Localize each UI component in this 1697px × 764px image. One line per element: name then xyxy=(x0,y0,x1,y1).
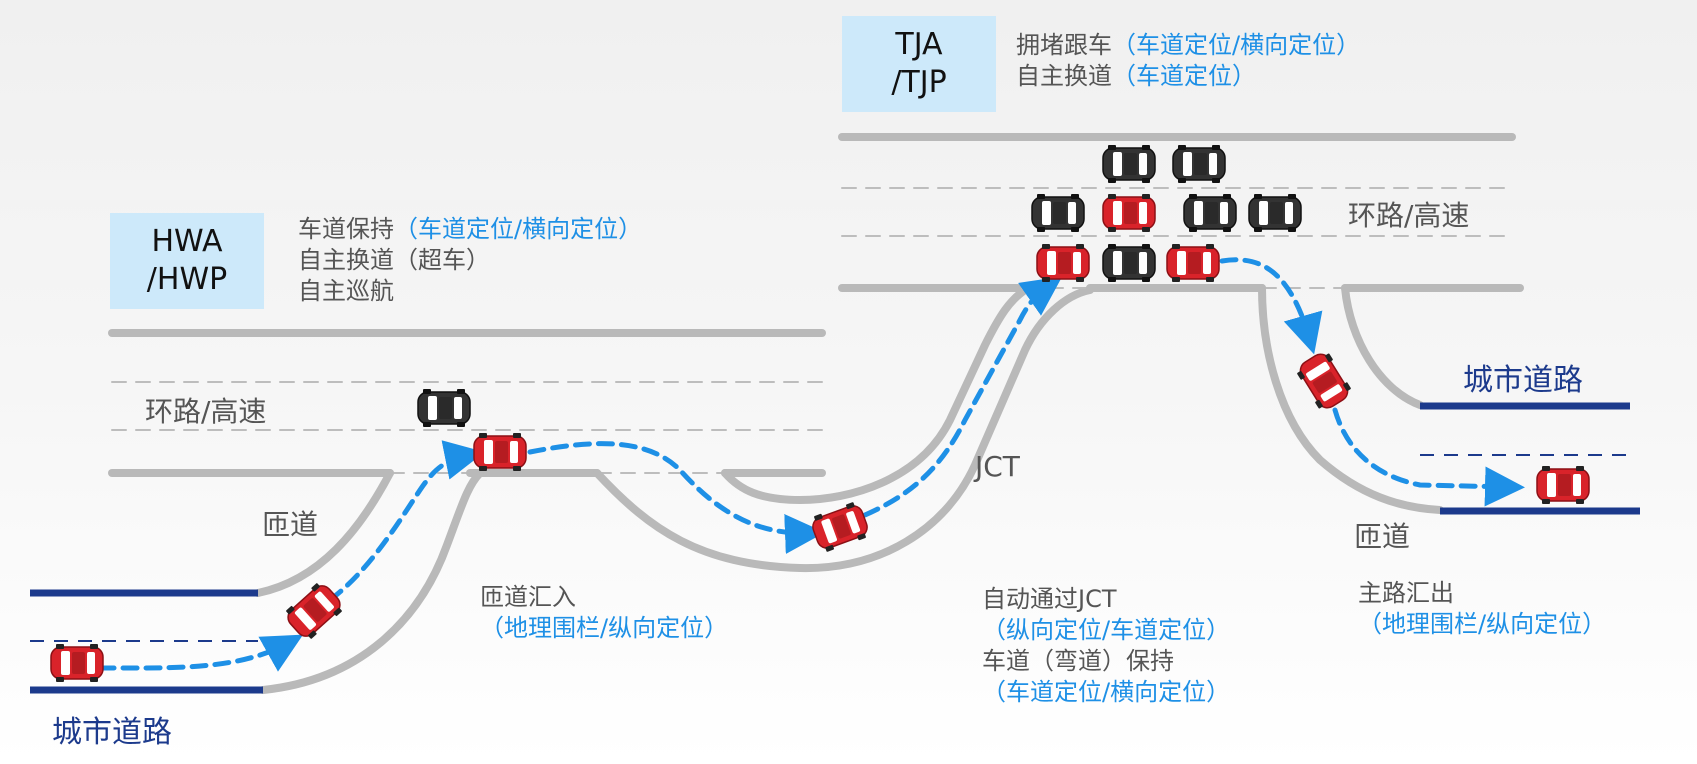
hwa-tag-line1: HWA xyxy=(151,224,223,259)
jct-label: JCT xyxy=(975,450,1020,483)
red-car-icon xyxy=(1293,348,1355,414)
jct-pass-title: 自动通过JCT xyxy=(982,585,1117,613)
dark-car-icon xyxy=(1102,243,1156,283)
tja-feature-list: 拥堵跟车（车道定位/横向定位） 自主换道（车道定位） xyxy=(1016,30,1360,92)
top-highway xyxy=(838,133,1524,292)
city-road-right xyxy=(1420,402,1640,515)
city-road-label-left: 城市道路 xyxy=(52,715,172,750)
red-car-icon xyxy=(1102,193,1156,233)
city-road-left xyxy=(30,589,263,694)
red-car-icon xyxy=(1166,243,1220,283)
tja-mode-tag: TJA /TJP xyxy=(842,16,996,112)
red-car-icon xyxy=(473,432,527,472)
red-car-icon xyxy=(1536,465,1590,505)
planned-path xyxy=(97,257,1525,672)
hwa-mode-tag: HWA /HWP xyxy=(110,213,264,309)
red-car-icon xyxy=(50,643,104,683)
loop-highway-label-right: 环路/高速 xyxy=(1348,199,1470,232)
dark-car-icon xyxy=(417,388,471,428)
main-exit-title: 主路汇出 xyxy=(1358,579,1454,607)
red-car-icon xyxy=(1036,243,1090,283)
red-car-icon xyxy=(808,499,872,555)
tja-tag-line1: TJA xyxy=(895,27,943,62)
right-ramp xyxy=(1258,284,1444,514)
jct-pass-detail: （纵向定位/车道定位） xyxy=(982,616,1231,644)
left-highway xyxy=(108,329,826,477)
valley-road xyxy=(593,286,1094,573)
hwa-feature-list: 车道保持（车道定位/横向定位） 自主换道（超车） 自主巡航 xyxy=(298,214,642,307)
jct-pass-desc: 自动通过JCT （纵向定位/车道定位） 车道（弯道）保持 （车道定位/横向定位） xyxy=(982,584,1230,708)
tja-feature-lane-change: 自主换道（车道定位） xyxy=(1016,62,1256,90)
dark-car-icon xyxy=(1172,144,1226,184)
hwa-feature-cruise: 自主巡航 xyxy=(298,277,394,305)
tja-tag-line2: /TJP xyxy=(891,65,947,100)
red-car-icon xyxy=(281,578,347,644)
tja-feature-follow: 拥堵跟车（车道定位/横向定位） xyxy=(1016,31,1361,59)
dark-car-icon xyxy=(1102,144,1156,184)
hwa-feature-lane-change: 自主换道（超车） xyxy=(298,246,490,274)
ramp-label-left: 匝道 xyxy=(262,508,319,541)
loop-highway-label-left: 环路/高速 xyxy=(145,395,267,428)
curve-keep-detail: （车道定位/横向定位） xyxy=(982,678,1231,706)
curve-keep-title: 车道（弯道）保持 xyxy=(982,647,1174,675)
main-exit-desc: 主路汇出 （地理围栏/纵向定位） xyxy=(1358,578,1606,640)
dark-car-icon xyxy=(1031,193,1085,233)
hwa-feature-lane-keep: 车道保持（车道定位/横向定位） xyxy=(298,215,643,243)
hwa-tag-line2: /HWP xyxy=(146,262,228,297)
main-exit-detail: （地理围栏/纵向定位） xyxy=(1358,610,1607,638)
ramp-merge-detail: （地理围栏/纵向定位） xyxy=(480,614,729,642)
ramp-label-right: 匝道 xyxy=(1354,520,1411,553)
ramp-merge-title: 匝道汇入 xyxy=(480,583,576,611)
ramp-merge-desc: 匝道汇入 （地理围栏/纵向定位） xyxy=(480,582,728,644)
left-ramp xyxy=(254,469,484,694)
city-road-label-right: 城市道路 xyxy=(1463,363,1583,398)
dark-car-icon xyxy=(1248,193,1302,233)
dark-car-icon xyxy=(1183,193,1237,233)
